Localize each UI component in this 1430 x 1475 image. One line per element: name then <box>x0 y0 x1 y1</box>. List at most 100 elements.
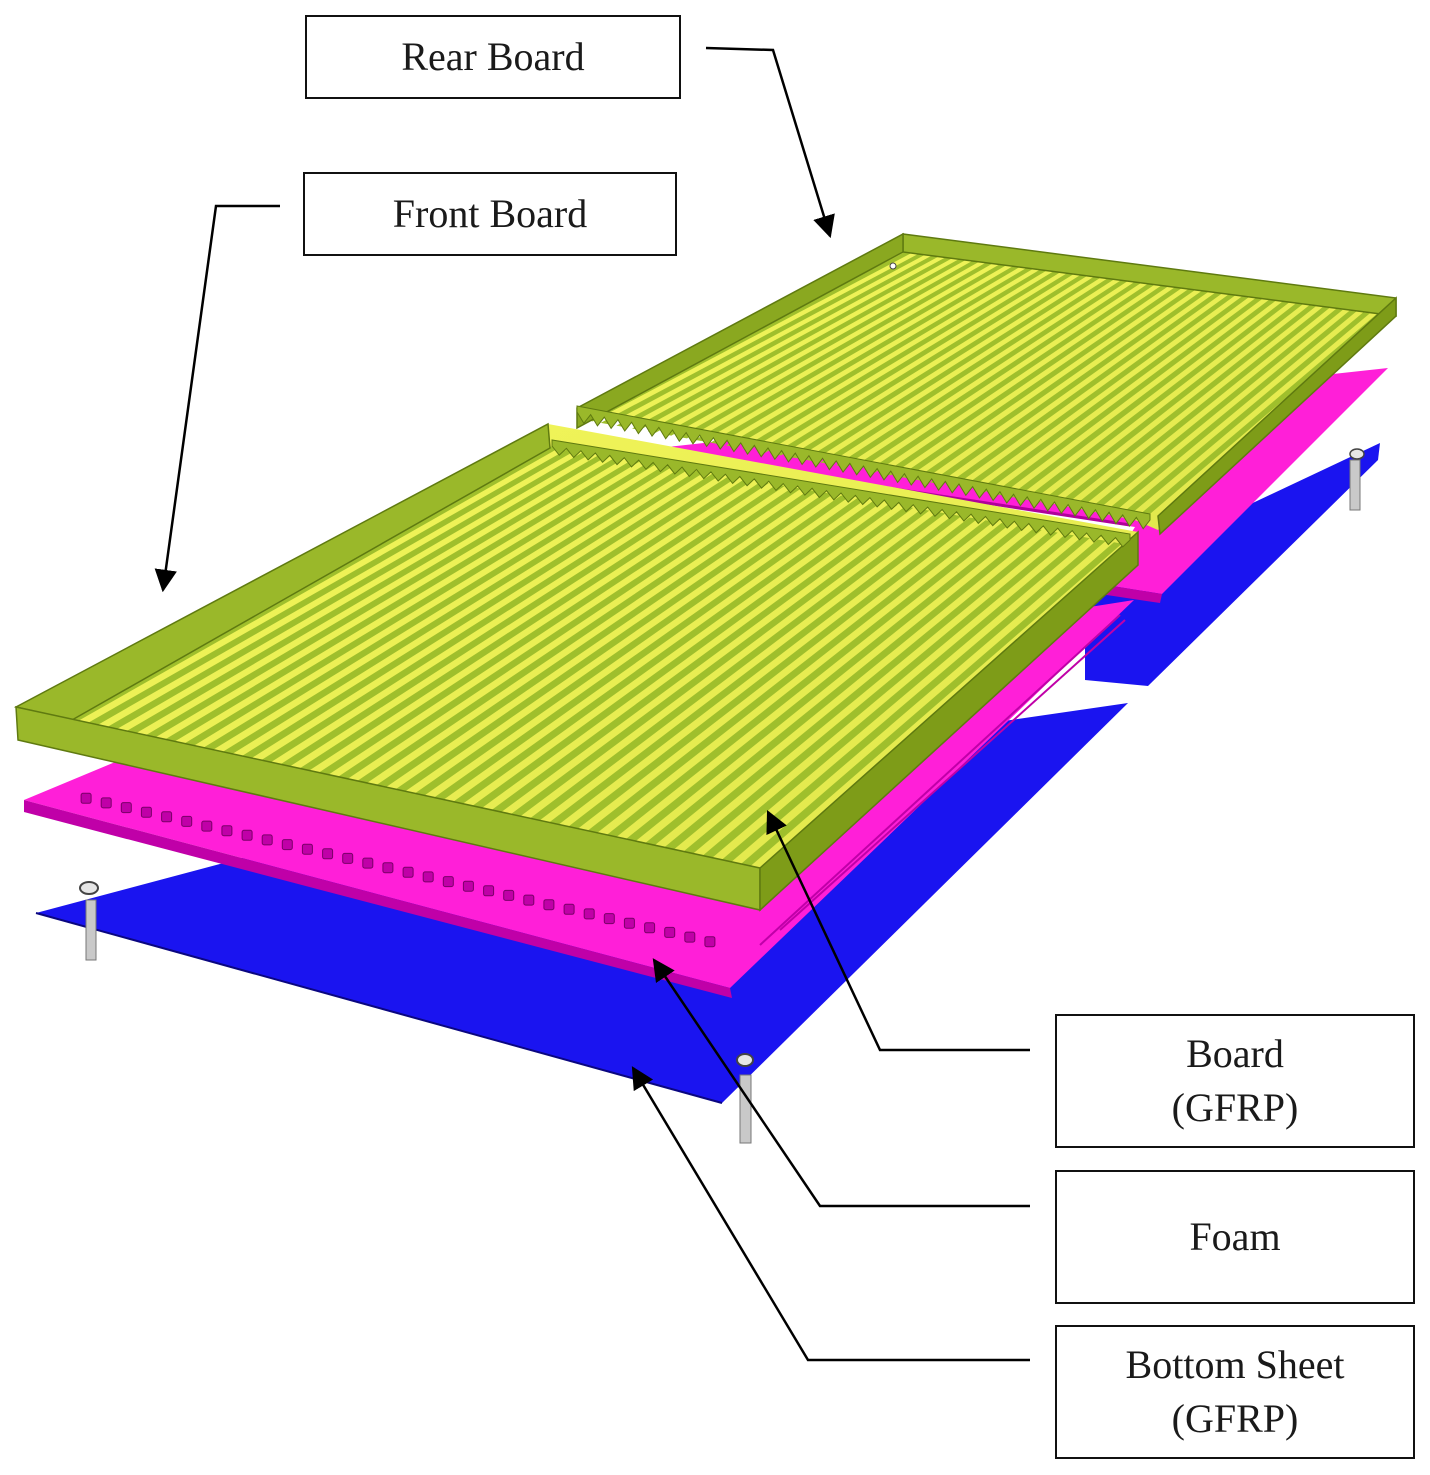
bottom-sheet-leader <box>631 1066 1030 1362</box>
board-rib <box>452 501 882 805</box>
board-rib <box>356 487 801 784</box>
board-rib <box>945 292 1222 487</box>
board-rib <box>930 291 1209 484</box>
board-rib <box>414 495 850 797</box>
board-rib <box>851 282 1141 470</box>
board-rib <box>337 484 785 780</box>
board-rib <box>1024 301 1289 501</box>
board-rib <box>1055 305 1316 507</box>
board-rib <box>528 512 946 822</box>
front-board-comb-edge <box>551 439 1131 548</box>
rear-board <box>576 232 1397 536</box>
foam-slot <box>583 908 595 920</box>
board-rib <box>719 539 1106 864</box>
foam-slot <box>603 913 615 925</box>
front-board-label: Front Board <box>303 172 677 256</box>
board-rib <box>977 296 1249 493</box>
board-rib <box>242 470 705 759</box>
board-rib <box>222 468 689 754</box>
bottom-sheet-text-line2: (GFRP) <box>1171 1396 1299 1441</box>
board-text-line1: Board <box>1186 1031 1284 1076</box>
board-rib <box>681 534 1074 856</box>
foam-slot <box>181 815 193 827</box>
foam-slot <box>402 866 414 878</box>
board-rib <box>773 273 1074 456</box>
board-rib <box>165 459 641 742</box>
board-rib <box>700 536 1090 860</box>
board-rib <box>1008 300 1276 498</box>
board-rib <box>1071 307 1330 510</box>
board-rib <box>647 259 966 433</box>
foam-slot <box>704 936 716 948</box>
board-rib <box>547 514 962 826</box>
board-rib <box>961 294 1236 490</box>
board-rib <box>490 506 914 813</box>
foam-slots <box>80 792 716 948</box>
front-board-leader <box>154 204 280 593</box>
foam-slot <box>462 880 474 892</box>
foam-leader <box>652 958 1030 1208</box>
bottom-sheet-text-line1: Bottom Sheet <box>1125 1342 1345 1387</box>
board-rib <box>299 479 753 771</box>
foam-slot <box>483 885 495 897</box>
rear-board-label: Rear Board <box>305 15 681 99</box>
rear-board-leader <box>705 46 835 239</box>
board-rib <box>898 287 1182 479</box>
board-rib <box>738 542 1122 868</box>
foam-slot <box>684 931 696 943</box>
foam-slot <box>342 852 354 864</box>
foam-slot <box>241 829 253 841</box>
foam-text: Foam <box>1189 1214 1281 1259</box>
board-rib <box>394 492 833 792</box>
board-rib <box>741 269 1047 450</box>
board-rib <box>600 253 926 425</box>
board-rib <box>616 255 939 428</box>
board-rib <box>108 451 593 729</box>
board-rib <box>836 280 1128 467</box>
foam-slot <box>503 889 515 901</box>
support-pins <box>79 881 754 1144</box>
board-rib <box>662 531 1058 851</box>
board-rib <box>883 285 1168 476</box>
board-rib <box>318 481 769 775</box>
foam-slot <box>261 834 273 846</box>
board-rib <box>710 266 1020 445</box>
board-rib <box>586 520 994 835</box>
foam-slot <box>623 917 635 929</box>
foam-slot <box>80 792 92 804</box>
bottom-sheet-label: Bottom Sheet (GFRP) <box>1055 1325 1415 1459</box>
board-rib <box>471 503 898 809</box>
board-rib <box>624 525 1026 843</box>
foam-slot <box>120 802 132 814</box>
bottom-sheet-rear <box>1085 443 1380 686</box>
board-rib <box>757 271 1060 453</box>
board-text-line2: (GFRP) <box>1171 1085 1299 1130</box>
board-rib <box>1102 310 1357 515</box>
board-rib <box>679 262 993 439</box>
rear-board-text: Rear Board <box>401 34 585 79</box>
board-leader <box>766 809 1030 1052</box>
board-rib <box>375 490 817 788</box>
board-rib <box>433 498 866 801</box>
board-rib <box>146 457 625 737</box>
foam-slot <box>442 876 454 888</box>
board-rib <box>914 289 1195 481</box>
foam-slot <box>422 871 434 883</box>
foam-slot <box>140 806 152 818</box>
rear-board-ribs <box>585 252 1384 521</box>
board-rib <box>184 462 657 746</box>
board-rib <box>203 465 673 750</box>
foam-slot <box>301 843 313 855</box>
foam-slot <box>523 894 535 906</box>
foam-label: Foam <box>1055 1170 1415 1304</box>
board-rib <box>663 260 980 436</box>
board-rib <box>643 528 1042 847</box>
foam-slot <box>221 825 233 837</box>
board-gfrp-label: Board (GFRP) <box>1055 1014 1415 1148</box>
foam-slot <box>664 926 676 938</box>
board-rib <box>789 275 1087 459</box>
rear-board-comb-edge <box>576 405 1151 530</box>
board-rib <box>1087 308 1343 513</box>
foam-slot <box>201 820 213 832</box>
